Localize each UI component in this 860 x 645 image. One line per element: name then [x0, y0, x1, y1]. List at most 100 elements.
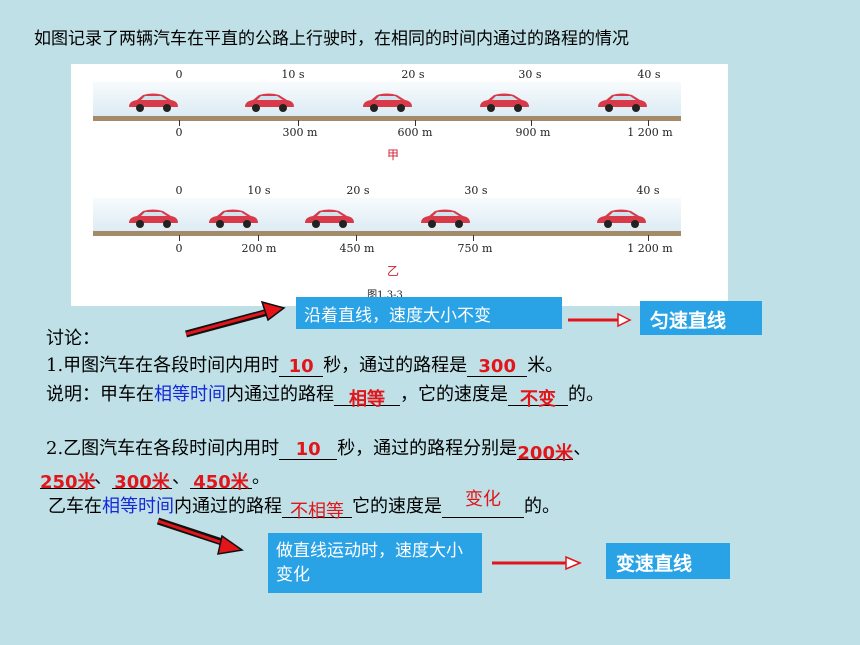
- q2-sep: 、: [94, 467, 112, 488]
- motion-figure: 0 10 s 20 s 30 s 40 s 0 300 m 600 m 900 …: [71, 64, 728, 306]
- result-uniform: 匀速直线: [640, 301, 762, 335]
- tick: [179, 120, 180, 126]
- yi-time-3: 30 s: [464, 184, 488, 197]
- explain-blank-2: 不变: [508, 385, 568, 410]
- q2-dist-blank-1: 200米: [517, 439, 574, 464]
- q2-dist-answer-2: 250米: [40, 472, 96, 493]
- yi-time-1: 10 s: [247, 184, 271, 197]
- tick: [648, 120, 649, 126]
- yi-time-0: 0: [175, 184, 183, 197]
- tick: [258, 235, 259, 241]
- tick: [298, 120, 299, 126]
- yi-dist-1: 200 m: [241, 242, 277, 255]
- q2-dist-answer-4: 450米: [193, 472, 249, 493]
- figure-caption: 图1.3-3: [367, 290, 403, 301]
- q1-prefix: 1.甲图汽车在各段时间内用时: [46, 355, 280, 376]
- yi-mid: 内通过的路程: [174, 496, 282, 517]
- q2-mid: 秒，通过的路程分别是: [337, 438, 518, 459]
- yi-prefix: 乙车在: [48, 496, 102, 517]
- q2-dist-answer-3: 300米: [114, 472, 170, 493]
- jia-dist-4: 1 200 m: [627, 126, 673, 139]
- jia-dist-3: 900 m: [515, 126, 551, 139]
- car-icon: [480, 93, 529, 112]
- q2-prefix: 2.乙图汽车在各段时间内用时: [46, 438, 280, 459]
- discussion-heading: 讨论：: [46, 328, 100, 349]
- q2-dist-answer-1: 200米: [517, 443, 573, 464]
- yi-blank-2: 变化: [442, 489, 524, 518]
- yi-answer-2: 变化: [465, 489, 501, 510]
- arrow-top-diagonal-icon: [185, 300, 286, 338]
- q2-sep: 、: [172, 467, 190, 488]
- yi-blank-1: 不相等: [282, 497, 352, 522]
- yi-time-2: 20 s: [346, 184, 370, 197]
- explain-highlight: 相等时间: [154, 384, 226, 405]
- q2-time-blank: 10: [279, 439, 338, 460]
- question-2-cont: 250米、300米、450米。: [40, 463, 270, 493]
- explain-answer-1: 相等: [349, 389, 385, 410]
- car-icon: [129, 209, 178, 228]
- car-icon: [245, 93, 294, 112]
- q1-time-blank: 10: [279, 356, 324, 377]
- yi-suffix: 的。: [524, 496, 560, 517]
- explain-mid2: ，它的速度是: [400, 384, 508, 405]
- q2-end: 。: [252, 467, 270, 488]
- yi-dist-2: 450 m: [339, 242, 375, 255]
- q2-dist-blank-3: 300米: [112, 468, 172, 493]
- page-title: 如图记录了两辆汽车在平直的公路上行驶时，在相同的时间内通过的路程的情况: [34, 29, 629, 49]
- explain-mid: 内通过的路程: [226, 384, 334, 405]
- tick: [473, 235, 474, 241]
- q1-suffix: 米。: [527, 355, 564, 376]
- yi-answer-1: 不相等: [290, 501, 344, 522]
- q1-mid: 秒，通过的路程是: [323, 355, 468, 376]
- arrow-bottom-diagonal-icon: [156, 517, 244, 555]
- explain-answer-2: 不变: [520, 389, 556, 410]
- q1-time-answer: 10: [288, 356, 314, 377]
- yi-mid2: 它的速度是: [352, 496, 442, 517]
- explanation-1: 说明：甲车在相等时间内通过的路程相等 ，它的速度是不变的。: [46, 380, 604, 410]
- jia-time-0: 0: [175, 68, 183, 81]
- car-icon: [421, 209, 470, 228]
- tick: [356, 235, 357, 241]
- yi-ground: [93, 231, 681, 236]
- q1-dist-answer: 300: [478, 356, 516, 377]
- arrow-bottom-right-icon: [492, 555, 582, 571]
- tick: [648, 235, 649, 241]
- q2-dist-blank-2: 250米: [40, 468, 96, 493]
- jia-time-4: 40 s: [637, 68, 661, 81]
- jia-dist-1: 300 m: [282, 126, 318, 139]
- explain-suffix: 的。: [568, 384, 604, 405]
- jia-dist-2: 600 m: [397, 126, 433, 139]
- explain-blank-1: 相等: [334, 385, 400, 410]
- yi-time-4: 40 s: [636, 184, 660, 197]
- jia-time-1: 10 s: [281, 68, 305, 81]
- explain-prefix: 说明：甲车在: [46, 384, 154, 405]
- arrow-top-right-icon: [568, 312, 632, 328]
- result-variable: 变速直线: [606, 543, 730, 579]
- car-icon: [363, 93, 412, 112]
- jia-time-2: 20 s: [401, 68, 425, 81]
- tick: [415, 120, 416, 126]
- jia-ground: [93, 116, 681, 121]
- car-icon: [598, 93, 647, 112]
- yi-road: [93, 198, 681, 232]
- jia-dist-0: 0: [175, 126, 183, 139]
- yi-dist-0: 0: [175, 242, 183, 255]
- q2-sep: 、: [573, 438, 592, 459]
- car-icon: [129, 93, 178, 112]
- tick: [531, 120, 532, 126]
- jia-label: 甲: [387, 148, 400, 162]
- tick: [179, 235, 180, 241]
- q2-dist-blank-4: 450米: [190, 468, 252, 493]
- callout-variable: 做直线运动时，速度大小变化: [268, 533, 482, 593]
- explanation-2: 乙车在相等时间内通过的路程不相等它的速度是 变化 的。: [48, 489, 560, 522]
- q2-time-answer: 10: [295, 439, 321, 460]
- yi-dist-3: 750 m: [457, 242, 493, 255]
- callout-uniform: 沿着直线，速度大小不变: [296, 297, 562, 329]
- yi-highlight: 相等时间: [102, 496, 174, 517]
- yi-dist-4: 1 200 m: [627, 242, 673, 255]
- q1-dist-blank: 300: [467, 356, 528, 377]
- question-2: 2.乙图汽车在各段时间内用时 10 秒，通过的路程分别是200米、: [46, 434, 592, 464]
- car-icon: [597, 209, 646, 228]
- car-icon: [305, 209, 354, 228]
